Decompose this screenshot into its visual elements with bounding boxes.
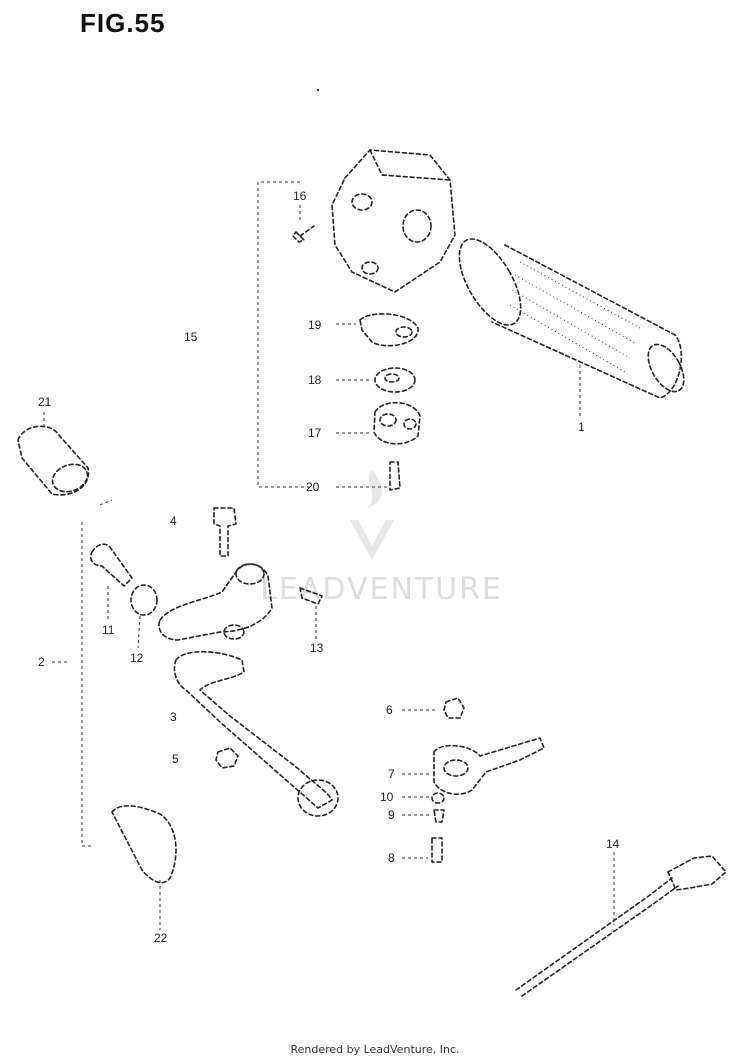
screw-16: [292, 225, 315, 243]
watermark-flame: [368, 470, 382, 508]
callout-22: 22: [154, 931, 168, 945]
callout-8: 8: [388, 851, 395, 865]
callout-13: 13: [310, 641, 324, 655]
callout-5: 5: [172, 752, 179, 766]
screw-8: [431, 837, 443, 863]
callout-12: 12: [130, 651, 144, 665]
callouts: 1 2 3 4 5 6 7 8 9 10 11 12 13 14 15 16 1…: [38, 189, 620, 945]
callout-19: 19: [308, 318, 322, 332]
callout-14: 14: [606, 837, 620, 851]
footer-credit: Rendered by LeadVenture, Inc.: [290, 1043, 460, 1056]
nut-12: [130, 584, 158, 616]
callout-3: 3: [170, 710, 177, 724]
lever-3: [173, 650, 339, 817]
bolt-13: [299, 587, 323, 605]
figure-title: FIG.55: [80, 8, 166, 38]
leader-lines: [43, 205, 615, 925]
cable-14: [515, 855, 727, 997]
callout-15: 15: [184, 330, 198, 344]
watermark-logo: [350, 520, 394, 560]
callout-2: 2: [38, 655, 45, 669]
lever-cover-21: [17, 425, 90, 496]
callout-16: 16: [293, 189, 307, 203]
washer-19: [359, 313, 419, 347]
bolt-20: [389, 461, 401, 491]
washer-18: [374, 367, 416, 393]
stray-dot: [316, 88, 320, 92]
bolt-11: [89, 543, 133, 587]
watermark: LEADVENTURE: [260, 470, 503, 607]
callout-10: 10: [380, 790, 394, 804]
screw-9: [433, 809, 445, 823]
callout-7: 7: [388, 767, 395, 781]
nut-6: [443, 697, 465, 719]
callout-21: 21: [38, 395, 52, 409]
group-15-bracket: [257, 181, 310, 488]
switch-housing: [331, 149, 456, 293]
lever-holder: [158, 563, 273, 641]
washer-10: [431, 792, 445, 804]
switch-7: [433, 737, 545, 795]
callout-6: 6: [386, 703, 393, 717]
callout-11: 11: [102, 623, 115, 637]
grip-1: [458, 238, 685, 399]
nut-5: [215, 747, 239, 769]
callout-18: 18: [308, 373, 322, 387]
callout-4: 4: [170, 514, 177, 528]
callout-20: 20: [306, 480, 320, 494]
collar-17: [373, 401, 421, 445]
callout-1: 1: [578, 420, 585, 434]
watermark-text: LEADVENTURE: [260, 572, 503, 607]
bolt-4: [213, 507, 237, 557]
callout-17: 17: [308, 426, 322, 440]
cover-22: [111, 804, 177, 884]
callout-9: 9: [388, 808, 395, 822]
lever-assembly-bracket: [81, 522, 92, 847]
